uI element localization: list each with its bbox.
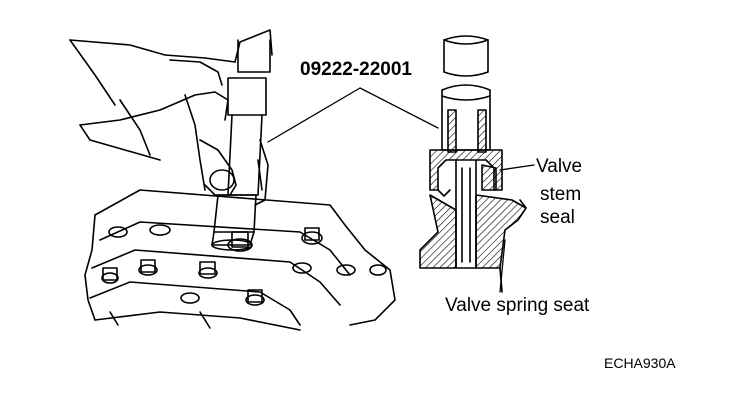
leader-lines xyxy=(267,87,535,293)
valve-stem-seal-label-line-1: Valve xyxy=(536,156,583,177)
tool-part-number-label: 09222-22001 xyxy=(300,59,412,80)
section-detail-drawing xyxy=(419,35,527,293)
valve-spring-seat-label: Valve spring seat xyxy=(445,295,590,316)
cylinder-head-drawing xyxy=(84,189,396,331)
valve-stem-seal-label-line-2: stem xyxy=(540,184,582,205)
hand-drawing xyxy=(69,29,273,206)
installer-tool-drawing xyxy=(211,39,271,251)
valve-stem-seal-label-line-3: seal xyxy=(540,207,575,228)
figure-code-label: ECHA930A xyxy=(604,355,676,371)
